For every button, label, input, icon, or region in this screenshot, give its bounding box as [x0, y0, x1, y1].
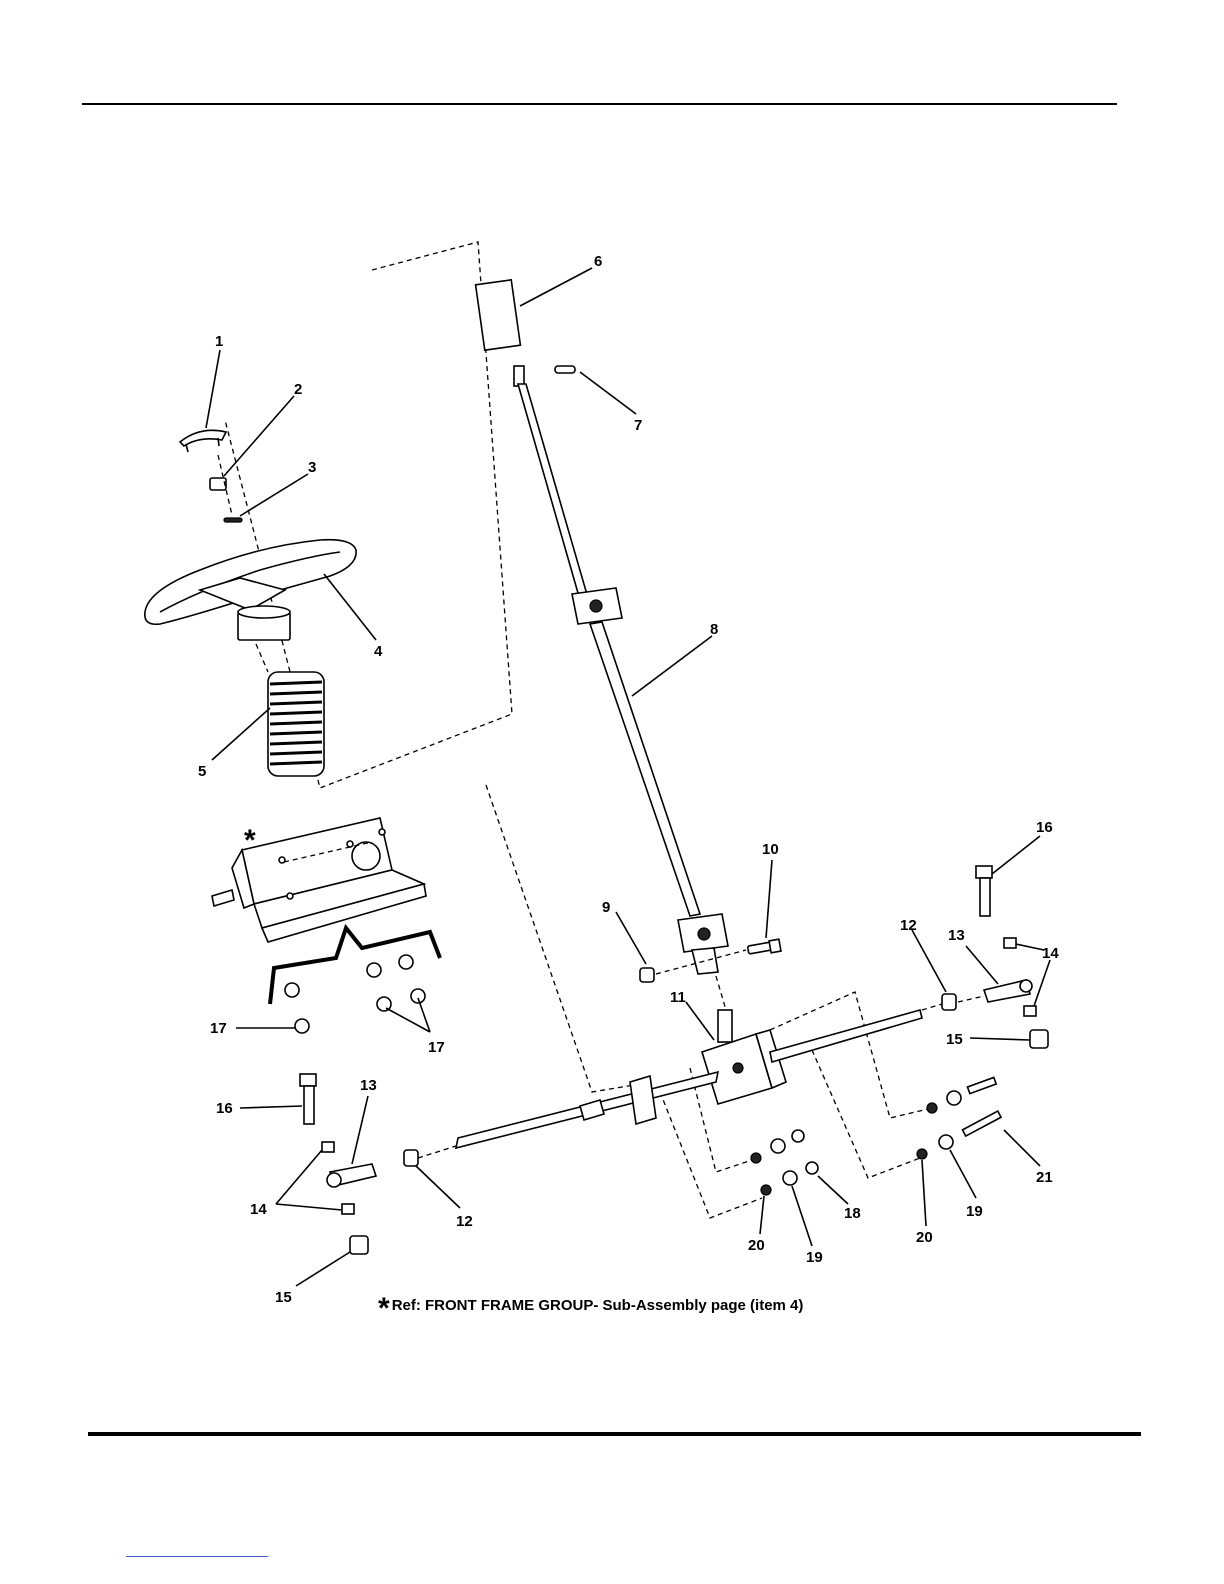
- bracket-star-mark: *: [244, 824, 256, 857]
- part-15-locknut-left: [350, 1236, 368, 1254]
- callout-6: 6: [594, 253, 602, 270]
- callout-14-right: 14: [1042, 945, 1059, 962]
- callout-21: 21: [1036, 1169, 1053, 1186]
- part-15-locknut-right: [1030, 1030, 1048, 1048]
- part-1-cap: [180, 430, 226, 452]
- callout-12-right: 12: [900, 917, 917, 934]
- part-18-21-hardware: [751, 1077, 1001, 1195]
- callout-7: 7: [634, 417, 642, 434]
- part-5-boot: [268, 672, 324, 776]
- part-10-bolt: [747, 939, 780, 954]
- callout-2: 2: [294, 381, 302, 398]
- callout-15-right: 15: [946, 1031, 963, 1048]
- callout-17-left: 17: [210, 1020, 227, 1037]
- part-14-spacer-right-top: [1004, 938, 1016, 948]
- part-4-steering-wheel: [145, 540, 356, 640]
- callout-12-left: 12: [456, 1213, 473, 1230]
- part-12-nut-left: [404, 1150, 418, 1166]
- callout-10: 10: [762, 841, 779, 858]
- callout-18: 18: [844, 1205, 861, 1222]
- part-16-bolt-right: [976, 866, 992, 916]
- part-11-steering-gearbox: [456, 1010, 922, 1148]
- part-6-sleeve: [476, 280, 521, 350]
- callout-9: 9: [602, 899, 610, 916]
- bottom-link-underline[interactable]: [126, 1556, 268, 1557]
- group-outline-right2: [812, 1050, 920, 1178]
- part-13-tie-rod-end-right: [984, 980, 1032, 1002]
- part-8-steering-shaft: [514, 366, 728, 974]
- part-2-nut: [210, 478, 226, 490]
- part-14-spacer-right-bottom: [1024, 1006, 1036, 1016]
- callout-16-left: 16: [216, 1100, 233, 1117]
- callout-17-right: 17: [428, 1039, 445, 1056]
- callout-13-left: 13: [360, 1077, 377, 1094]
- reference-note: *Ref: FRONT FRAME GROUP- Sub-Assembly pa…: [378, 1292, 803, 1326]
- part-7-pin: [555, 366, 575, 373]
- callout-19-right: 19: [966, 1203, 983, 1220]
- callout-11: 11: [670, 989, 686, 1006]
- part-14-spacer-left-top: [322, 1142, 334, 1152]
- part-9-nut: [640, 968, 654, 982]
- part-14-spacer-left-bottom: [342, 1204, 354, 1214]
- callout-14-left: 14: [250, 1201, 267, 1218]
- leader-lines: [206, 268, 1050, 1286]
- part-16-bolt-left: [300, 1074, 316, 1124]
- reference-star: *: [378, 1292, 390, 1325]
- callout-1: 1: [215, 333, 223, 350]
- callout-20-right: 20: [916, 1229, 933, 1246]
- part-13-tie-rod-end-left: [327, 1164, 376, 1187]
- callout-5: 5: [198, 763, 206, 780]
- part-12-nut-right: [942, 994, 956, 1010]
- callout-8: 8: [710, 621, 718, 638]
- callout-15-left: 15: [275, 1289, 292, 1306]
- reference-text: Ref: FRONT FRAME GROUP- Sub-Assembly pag…: [392, 1297, 804, 1314]
- part-17-nuts: [285, 955, 425, 1033]
- group-outline-lower: [486, 785, 640, 1092]
- callout-13-right: 13: [948, 927, 965, 944]
- callout-20-bottom: 20: [748, 1237, 765, 1254]
- callout-4: 4: [374, 643, 383, 660]
- callout-19-bottom: 19: [806, 1249, 823, 1266]
- callout-16-right: 16: [1036, 819, 1053, 836]
- group-outline-bottom: [660, 1092, 762, 1218]
- callout-3: 3: [308, 459, 316, 476]
- part-3-pin: [224, 518, 242, 522]
